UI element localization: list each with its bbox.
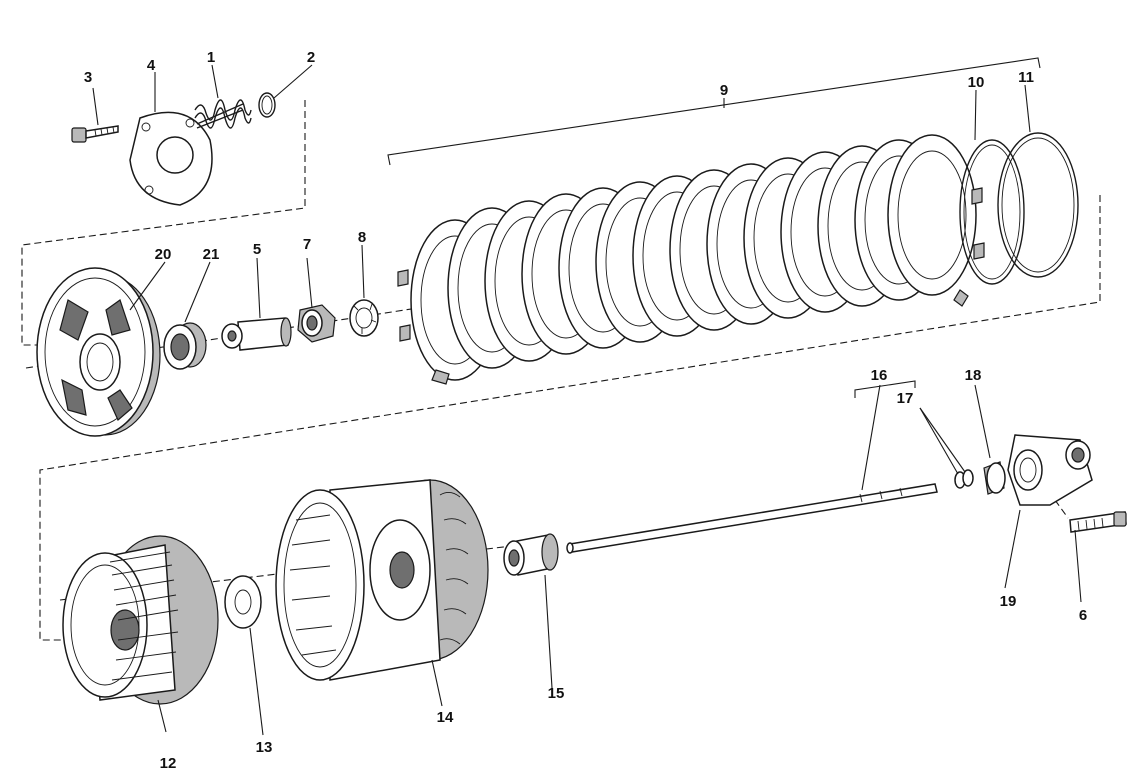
part-17-seals[interactable] bbox=[954, 469, 974, 489]
callout-20: 20 bbox=[155, 246, 172, 263]
part-6-bolt[interactable] bbox=[1069, 511, 1127, 533]
part-3-bolt[interactable] bbox=[71, 125, 119, 143]
callout-1: 1 bbox=[207, 49, 215, 66]
callout-5: 5 bbox=[253, 241, 261, 258]
callout-6: 6 bbox=[1079, 607, 1087, 624]
part-7-nut[interactable] bbox=[297, 304, 336, 343]
part-9-clutch-plates[interactable] bbox=[397, 134, 985, 385]
leader-lines bbox=[92, 57, 1082, 736]
callout-15: 15 bbox=[548, 685, 565, 702]
callout-16: 16 bbox=[871, 367, 888, 384]
callout-19: 19 bbox=[1000, 593, 1017, 610]
callout-12: 12 bbox=[160, 755, 177, 772]
callout-7: 7 bbox=[303, 236, 311, 253]
part-11-oring[interactable] bbox=[997, 132, 1079, 278]
part-4-spring-plate[interactable] bbox=[129, 111, 213, 206]
callout-8: 8 bbox=[358, 229, 366, 246]
callout-18: 18 bbox=[965, 367, 982, 384]
callout-17: 17 bbox=[897, 390, 914, 407]
part-5-bushing[interactable] bbox=[221, 317, 292, 351]
part-16-push-rod[interactable] bbox=[566, 483, 938, 554]
part-14-clutch-housing[interactable] bbox=[275, 479, 489, 681]
callout-2: 2 bbox=[307, 49, 315, 66]
callout-13: 13 bbox=[256, 739, 273, 756]
part-10-oring[interactable] bbox=[959, 139, 1025, 285]
part-18-piston[interactable] bbox=[983, 461, 1006, 495]
callout-21: 21 bbox=[203, 246, 220, 263]
part-2-circlip[interactable] bbox=[258, 92, 276, 118]
callout-labels: 3 4 1 2 9 10 11 20 21 5 7 8 16 18 17 19 … bbox=[84, 49, 1087, 772]
callout-3: 3 bbox=[84, 69, 92, 86]
callout-14: 14 bbox=[437, 709, 454, 726]
part-1-spring[interactable] bbox=[194, 99, 252, 129]
callout-11: 11 bbox=[1018, 69, 1034, 86]
part-13-thrust-washer[interactable] bbox=[224, 575, 262, 629]
callout-9: 9 bbox=[720, 82, 728, 99]
callout-10: 10 bbox=[968, 74, 985, 91]
part-21-bearing[interactable] bbox=[163, 322, 207, 370]
part-8-lock-washer[interactable] bbox=[349, 299, 379, 337]
part-12-clutch-hub[interactable] bbox=[62, 535, 219, 705]
part-20-pressure-plate[interactable] bbox=[36, 267, 161, 437]
part-15-bushing[interactable] bbox=[503, 533, 559, 576]
callout-4: 4 bbox=[147, 57, 156, 74]
part-19-slave-cylinder[interactable] bbox=[1007, 434, 1093, 506]
